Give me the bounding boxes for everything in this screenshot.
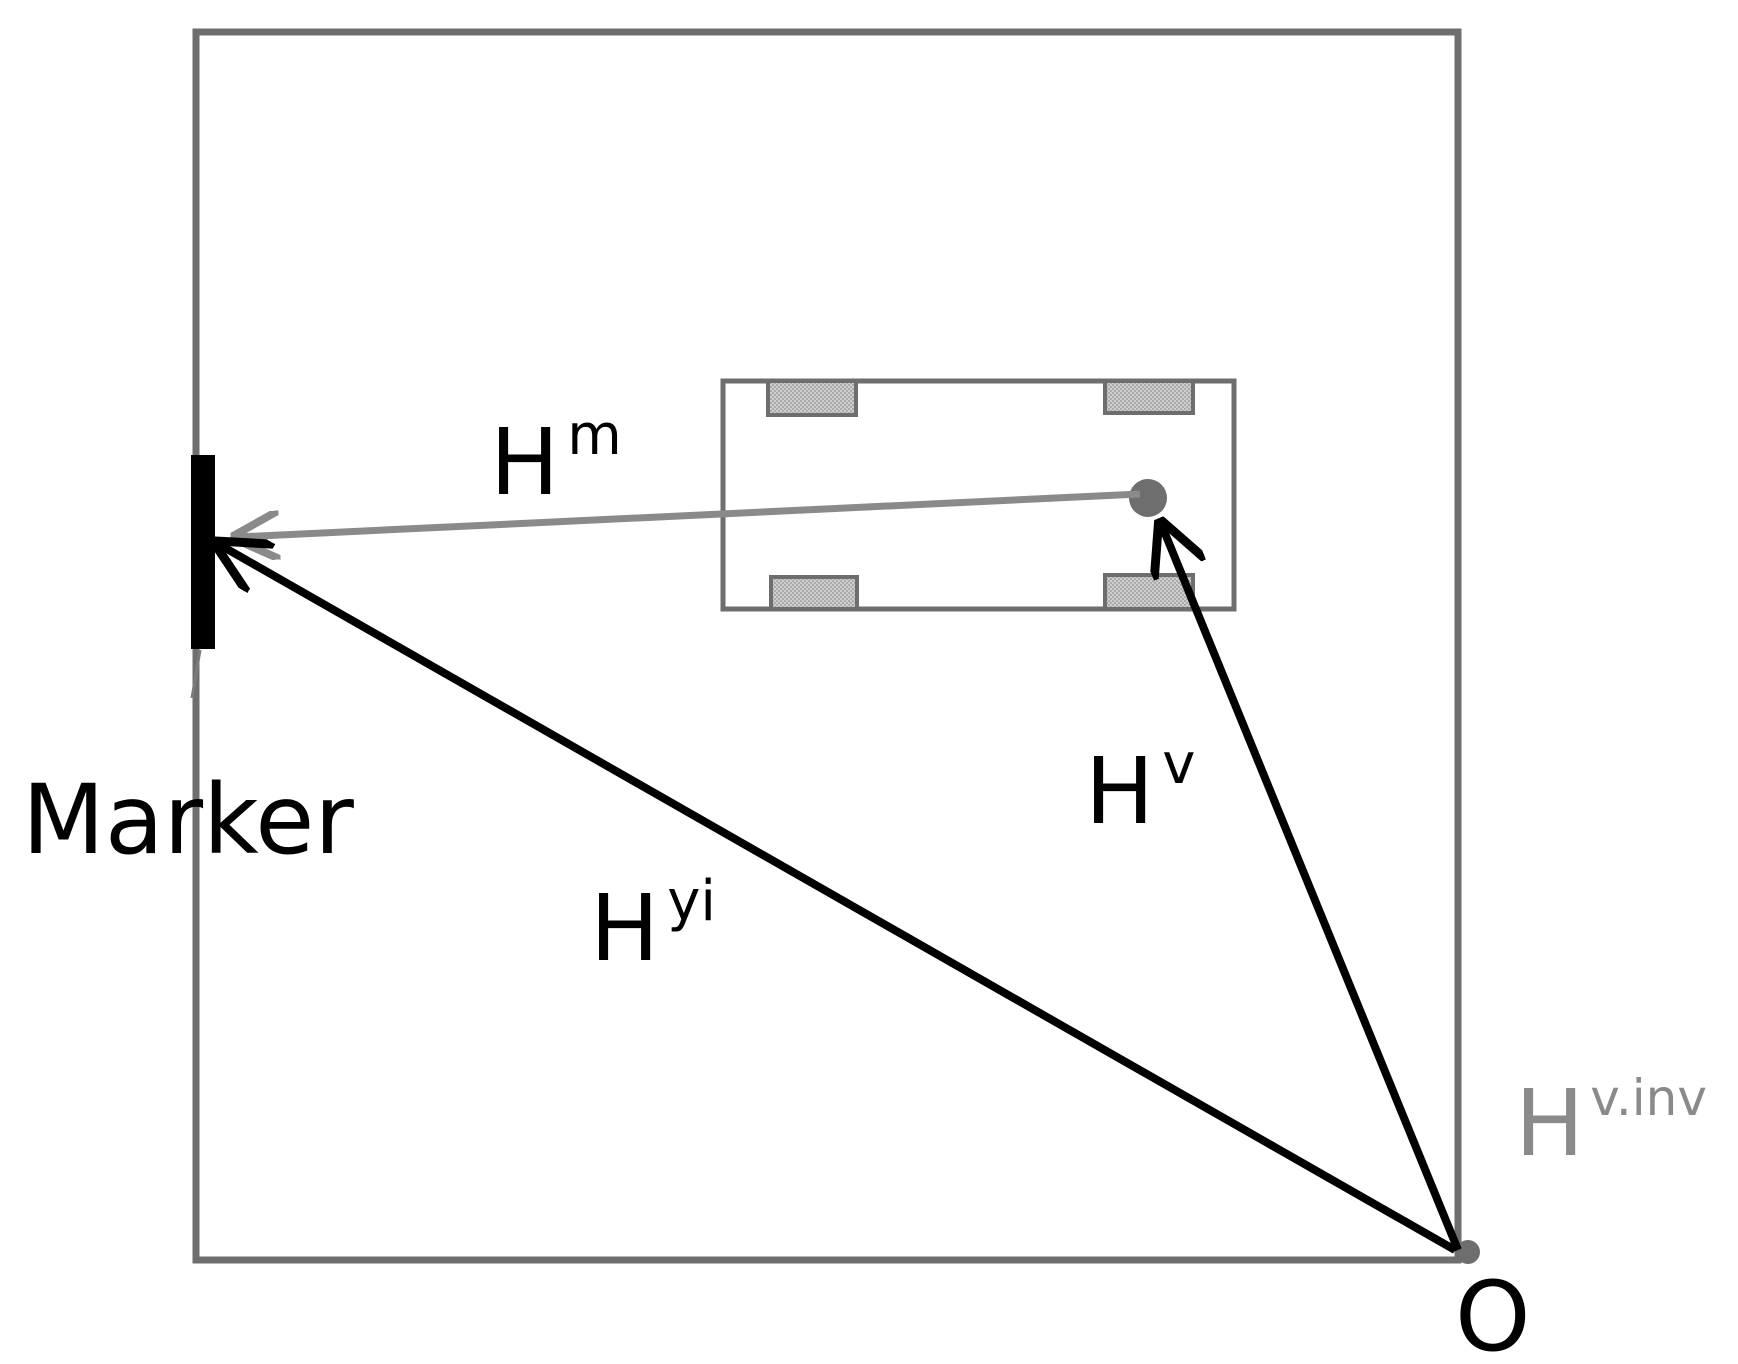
vector-h-m: [238, 490, 1141, 537]
marker-tick: [190, 649, 202, 699]
marker-bar: [191, 455, 215, 649]
label-h-v-base: H: [1085, 738, 1154, 845]
label-h-m-base: H: [490, 409, 559, 516]
wheel-rear-left: [1103, 379, 1195, 415]
origin-point: [1456, 1240, 1480, 1264]
room-boundary: [192, 28, 1462, 1264]
marker-label: Marker: [22, 764, 354, 876]
label-h-vinv-sup: v.inv: [1590, 1069, 1707, 1127]
label-h-yi-base: H: [590, 875, 659, 982]
label-origin: O: [1455, 1261, 1531, 1364]
vehicle-body: [720, 378, 1237, 612]
wheel-rear-right: [1103, 573, 1195, 611]
label-h-v-sup: v: [1162, 732, 1195, 797]
label-h-yi-sup: yi: [667, 869, 716, 934]
vehicle-center-point: [1129, 479, 1167, 517]
vector-h-yi: [220, 545, 1457, 1254]
wheel-front-right: [769, 575, 859, 611]
label-h-vinv-base: H: [1515, 1070, 1584, 1177]
vector-h-v: [1162, 526, 1462, 1252]
label-h-m-sup: m: [567, 403, 622, 468]
wheel-front-left: [766, 379, 858, 417]
